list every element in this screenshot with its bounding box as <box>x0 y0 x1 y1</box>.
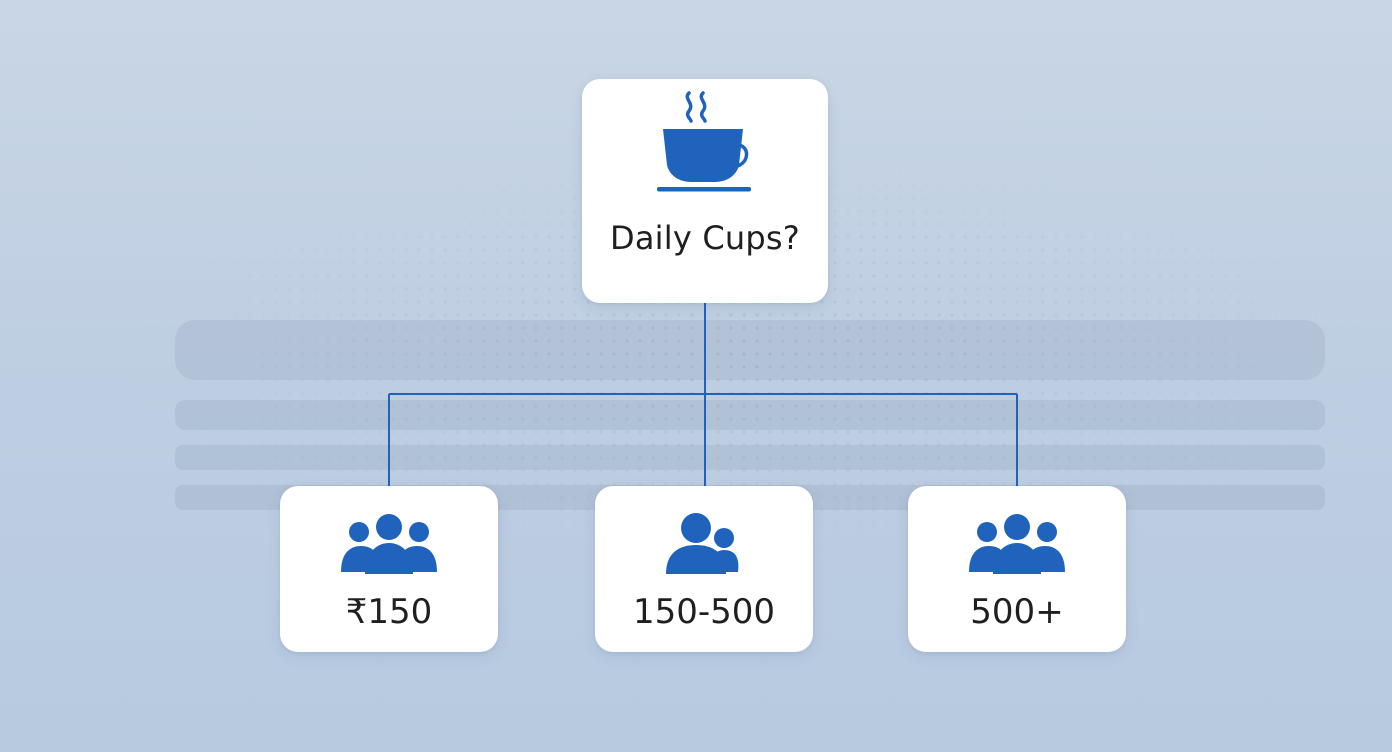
child-node-label-2: 150-500 <box>632 592 776 632</box>
child-node-card-1: ₹150 <box>280 486 498 652</box>
child-node-card-2: 150-500 <box>595 486 813 652</box>
root-node-label: Daily Cups? <box>610 219 800 257</box>
users-icon <box>666 513 739 574</box>
group-icon <box>341 514 437 574</box>
child-node-label-1: ₹150 <box>345 592 433 632</box>
child-node-label-3: 500+ <box>970 592 1064 632</box>
child-node-card-3: 500+ <box>908 486 1126 652</box>
coffee-cup-icon <box>657 91 751 192</box>
root-node-card: Daily Cups? <box>582 79 828 303</box>
group-icon <box>969 514 1065 574</box>
